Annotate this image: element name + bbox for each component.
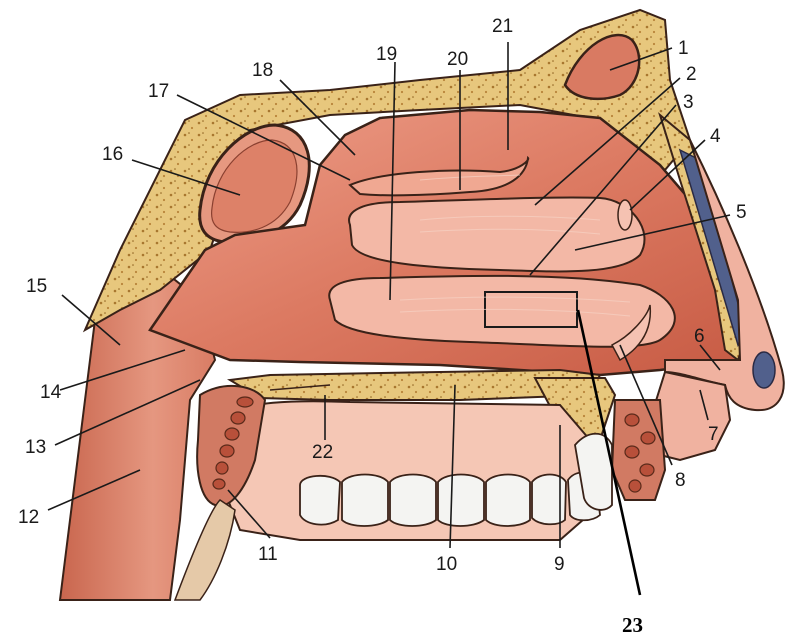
label-21: 21 xyxy=(492,16,513,37)
label-10: 10 xyxy=(436,554,457,575)
nostril xyxy=(753,352,775,388)
label-3: 3 xyxy=(683,92,694,113)
label-15: 15 xyxy=(26,276,47,297)
label-18: 18 xyxy=(252,60,273,81)
label-4: 4 xyxy=(710,126,721,147)
label-19: 19 xyxy=(376,44,397,65)
label-2: 2 xyxy=(686,64,697,85)
label-16: 16 xyxy=(102,144,123,165)
label-14: 14 xyxy=(40,382,62,403)
label-9: 9 xyxy=(554,554,565,575)
ostium xyxy=(618,200,632,230)
label-5: 5 xyxy=(736,202,747,223)
label-11: 11 xyxy=(258,544,278,565)
label-17: 17 xyxy=(148,81,169,102)
label-8: 8 xyxy=(675,470,686,491)
middle-turbinate xyxy=(349,197,644,271)
label-1: 1 xyxy=(678,38,689,59)
label-6: 6 xyxy=(694,326,705,347)
label-22: 22 xyxy=(312,442,333,463)
label-13: 13 xyxy=(25,437,46,458)
label-12: 12 xyxy=(18,507,39,528)
label-23: 23 xyxy=(622,613,643,637)
label-20: 20 xyxy=(447,49,468,70)
label-7: 7 xyxy=(708,424,719,445)
